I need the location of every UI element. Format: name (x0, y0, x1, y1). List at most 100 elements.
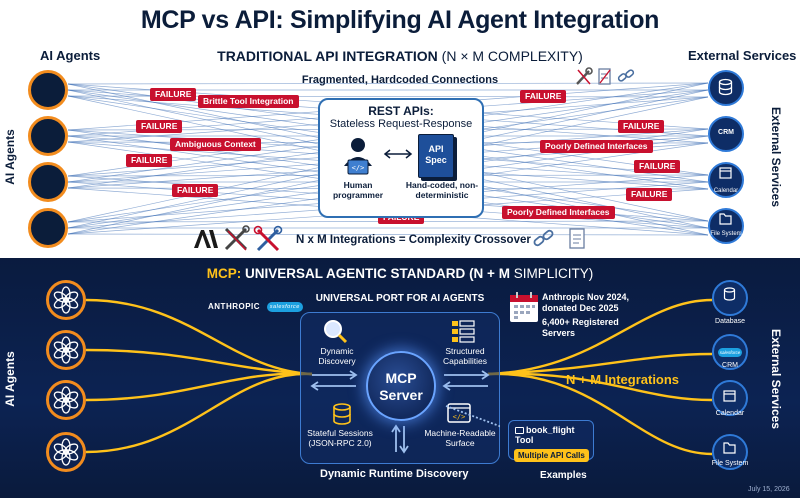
top-right-vertical-label: External Services (769, 106, 784, 208)
agent-node (28, 116, 68, 156)
universal-port-caption: UNIVERSAL PORT FOR AI AGENTS (315, 293, 485, 304)
nxm-footer-caption: N x M Integrations = Complexity Crossove… (296, 234, 531, 246)
salesforce-logo: salesforce (266, 302, 303, 312)
mcp-connection-lines (85, 298, 713, 456)
openai-icon (53, 438, 79, 466)
service-calendar-label: Calendar (715, 410, 745, 417)
api-spec-caption: Hand-coded, non-deterministic (405, 180, 479, 200)
agent-node (28, 208, 68, 248)
openai-icon (53, 386, 79, 414)
multiple-api-calls-badge: Multiple API Calls (514, 449, 589, 462)
service-connection-curve (487, 372, 713, 402)
agent-node (46, 330, 86, 370)
broken-link-icon (617, 69, 635, 82)
crossed-tools-icon (224, 225, 250, 251)
failure-badge: FAILURE (126, 154, 173, 167)
connection-line (67, 233, 709, 236)
service-connection-curve (487, 298, 713, 376)
failure-badge: FAILURE (172, 184, 219, 197)
service-file-system-node (712, 434, 748, 470)
failure-badge: FAILURE (150, 88, 197, 101)
bidirectional-arrow-icon (383, 149, 413, 159)
calendar-icon (719, 167, 732, 179)
agent-connection-curve (85, 372, 313, 402)
service-database-node (712, 280, 748, 316)
top-left-header: AI Agents (40, 48, 101, 63)
bottom-right-vertical-label: External Services (769, 328, 784, 430)
database-icon (723, 287, 736, 301)
wrench-icon (576, 67, 593, 85)
failure-badge: FAILURE (618, 120, 665, 133)
book-flight-example: book_flight Tool Multiple API Calls (508, 420, 594, 462)
service-database-label: Database (715, 318, 745, 325)
knot-petal (53, 291, 68, 303)
service-calendar-node (712, 380, 748, 416)
service-crm-label: CRM (722, 362, 738, 369)
top-section-heading: TRADITIONAL API INTEGRATION (N × M COMPL… (217, 48, 583, 64)
tool-window-icon (515, 427, 524, 435)
magnifier-icon (324, 320, 348, 344)
service-connection-curve (487, 352, 713, 376)
agent-node (28, 70, 68, 110)
calendar-note-icon (510, 292, 538, 322)
anthropic-logo-icon (194, 230, 218, 248)
agent-node (46, 380, 86, 420)
agent-node (28, 162, 68, 202)
failure-tag: Poorly Defined Interfaces (540, 140, 653, 153)
failure-tag: Poorly Defined Interfaces (502, 206, 615, 219)
svg-text:</>: </> (352, 164, 365, 172)
api-spec-book-icon: API Spec (418, 134, 454, 178)
fragmented-caption: Fragmented, Hardcoded Connections (301, 74, 499, 86)
agent-node (46, 432, 86, 472)
failure-badge: FAILURE (634, 160, 681, 173)
failure-tag: Ambiguous Context (170, 138, 261, 151)
top-left-vertical-label: AI Agents (2, 129, 17, 185)
failure-tag: Brittle Tool Integration (198, 95, 299, 108)
inner-arrows (310, 370, 500, 454)
agent-node (46, 280, 86, 320)
service-crm-node: salesforce (712, 334, 748, 370)
openai-icon (53, 286, 79, 314)
feature-dynamic-discovery: Dynamic Discovery (318, 346, 356, 366)
rest-api-box: REST APIs: Stateless Request-Response (318, 98, 484, 218)
bottom-left-vertical-label: AI Agents (2, 351, 17, 407)
knot-petal (53, 443, 68, 455)
anthropic-logo: ANTHROPIC (208, 302, 261, 312)
broken-chain-icon (533, 229, 554, 247)
knot-petal (53, 341, 68, 353)
feature-structured-capabilities: Structured Capabilities (443, 346, 487, 366)
page-title: MCP vs API: Simplifying AI Agent Integra… (140, 6, 660, 34)
service-file-system-label: File System (711, 460, 749, 467)
nm-integrations-label: N + M Integrations (566, 372, 680, 387)
document-icon (598, 68, 611, 85)
mcp-history-note: Anthropic Nov 2024, donated Dec 2025 6,4… (542, 292, 630, 338)
crossed-wrenches-icon (253, 225, 283, 252)
calendar-icon (723, 390, 736, 402)
mcp-server-node: MCP Server (366, 351, 436, 421)
date-stamp: July 15, 2026 (748, 486, 790, 493)
feature-machine-readable-surface: Machine-Readable Surface (424, 428, 496, 448)
service-calendar-node: Calendar (708, 162, 744, 198)
service-database-node (708, 70, 744, 106)
failure-badge: FAILURE (520, 90, 567, 103)
top-footer-icons (194, 225, 283, 252)
code-window-icon: </> (447, 403, 471, 423)
folder-icon (719, 213, 732, 225)
agent-connection-curve (85, 372, 313, 454)
knot-petal (53, 391, 68, 403)
service-crm-node: CRM (708, 116, 744, 152)
tool-icons-group (576, 67, 635, 85)
service-file-system-node: File System (708, 208, 744, 244)
document-icon (569, 228, 585, 249)
human-programmer-caption: Human programmer (332, 180, 384, 200)
failure-badge: FAILURE (626, 188, 673, 201)
agent-connection-curve (85, 348, 313, 376)
agent-connection-curve (85, 298, 313, 376)
salesforce-logo-icon: salesforce (718, 348, 742, 357)
mcp-section-heading: MCP: UNIVERSAL AGENTIC STANDARD (N + M S… (206, 266, 594, 281)
structured-grid-icon (452, 320, 475, 343)
folder-icon (723, 442, 736, 454)
programmer-icon: </> (344, 138, 372, 175)
examples-caption: Examples (540, 470, 587, 481)
failure-badge: FAILURE (136, 120, 183, 133)
